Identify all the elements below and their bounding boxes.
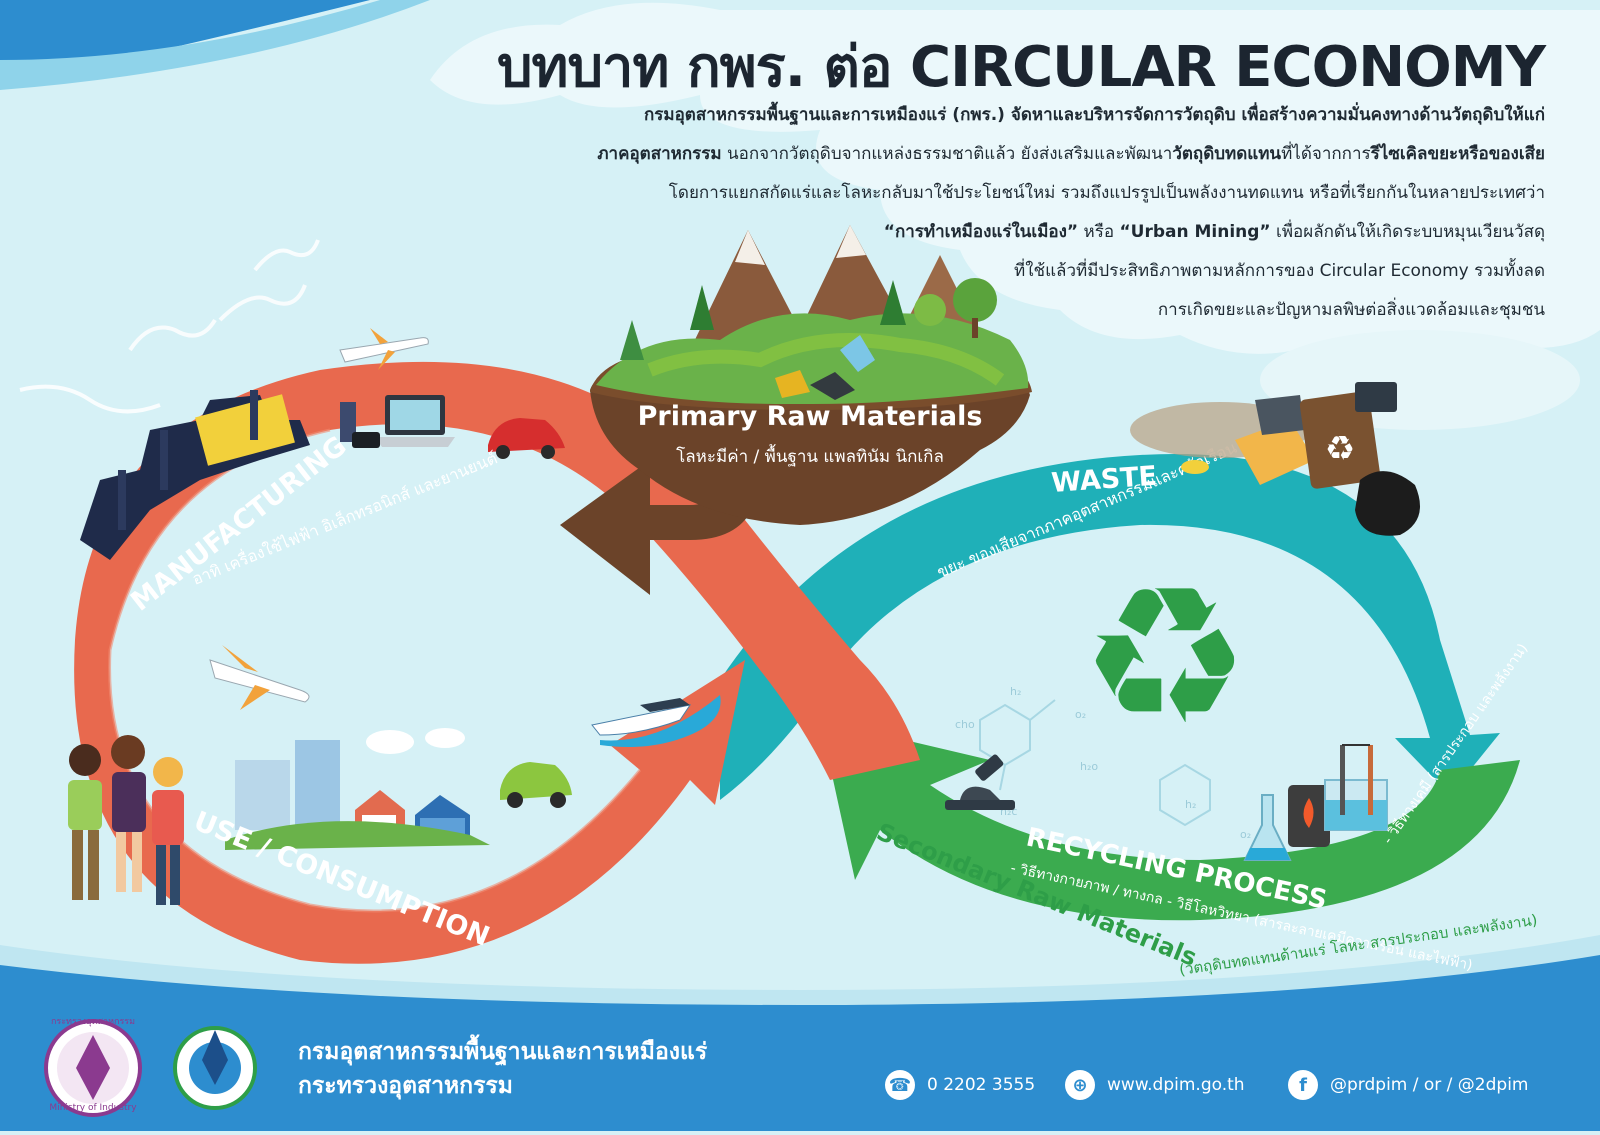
intro-line-2: ภาคอุตสาหกรรม นอกจากวัตถุดิบจากแหล่งธรรม… [465, 135, 1545, 174]
people-icon [68, 735, 184, 905]
intro-bold: ภาคอุตสาหกรรม [597, 144, 722, 164]
flask-icon [1243, 794, 1292, 861]
boat-icon [591, 695, 721, 748]
car-icon-green [500, 762, 572, 808]
factory-icon [80, 390, 356, 560]
phone-icon: ☎ [885, 1070, 915, 1100]
chem-label: cho [955, 718, 975, 731]
header-cloud [430, 2, 1600, 356]
chem-label: h₂o [1080, 760, 1098, 773]
footer-ministry-name: กระทรวงอุตสาหกรรม [298, 1073, 513, 1099]
primary-title: Primary Raw Materials [638, 401, 983, 432]
molecule-icon [979, 699, 1211, 827]
logo-ministry-thai: กระทรวงอุตสาหกรรม [51, 1017, 135, 1027]
intro-line-3: โดยการแยกสกัดแร่และโลหะกลับมาใช้ประโยชน์… [668, 183, 1545, 203]
recycle-icon: ♻ [1080, 546, 1250, 767]
smoke-icon [19, 239, 320, 414]
primary-subtitle: โลหะมีค่า / พื้นฐาน แพลทินัม นิกเกิล [676, 444, 944, 467]
electrolysis-icon [1324, 744, 1388, 831]
airplane-icon-left [209, 645, 310, 710]
phone-number: 0 2202 3555 [927, 1075, 1036, 1095]
tree-icon [690, 285, 714, 330]
primary-arrow [560, 460, 760, 595]
dpim-logo [173, 1026, 257, 1110]
waste-pile-icon: ♻ [1130, 382, 1420, 536]
chem-label: o₂ [1240, 828, 1251, 841]
intro-text: หรือ [1078, 222, 1120, 242]
city-icon [225, 740, 490, 850]
website-url: www.dpim.go.th [1107, 1075, 1245, 1095]
footer-band [0, 955, 1600, 1131]
mountain-snow-1 [735, 230, 765, 265]
tablet-icon [352, 432, 380, 448]
globe-icon: ⊕ [1065, 1070, 1095, 1100]
social-handles: @prdpim / or / @2dpim [1330, 1075, 1529, 1095]
footer-org-name: กรมอุตสาหกรรมพื้นฐานและการเหมืองแร่ [298, 1039, 708, 1065]
recycle-bin-symbol: ♻ [1325, 429, 1355, 469]
footer-organization: กรมอุตสาหกรรมพื้นฐานและการเหมืองแร่ กระท… [298, 1035, 707, 1103]
footer-phone[interactable]: ☎ 0 2202 3555 [885, 1070, 1035, 1100]
intro-bold: กรมอุตสาหกรรมพื้นฐานและการเหมืองแร่ (กพร… [643, 105, 1545, 125]
primary-grass [596, 313, 1029, 405]
chem-label: h₂ [1010, 685, 1021, 698]
burner-icon [1288, 785, 1330, 847]
top-left-wave-light [0, 0, 430, 90]
footer-social[interactable]: f @prdpim / or / @2dpim [1288, 1070, 1529, 1100]
tree-trunk [972, 318, 978, 338]
footer-website[interactable]: ⊕ www.dpim.go.th [1065, 1070, 1245, 1100]
minerals-icon [775, 335, 875, 400]
page-title: บทบาท กพร. ต่อ CIRCULAR ECONOMY [497, 35, 1546, 100]
tree-icon [953, 278, 997, 322]
recycling-band [820, 720, 1520, 921]
microscope-icon [945, 754, 1015, 810]
logo-ministry-english: Ministry of Industry [49, 1103, 137, 1113]
tree-icon [620, 320, 644, 360]
intro-bold: “การทำเหมืองแร่ในเมือง” [883, 222, 1079, 242]
intro-line-5: ที่ใช้แล้วที่มีประสิทธิภาพตามหลักการของ … [1014, 261, 1545, 281]
intro-bold: รีไซเคิลขยะหรือของเสีย [1370, 144, 1545, 164]
ministry-logo: กระทรวงอุตสาหกรรม Ministry of Industry [44, 1017, 142, 1117]
tree-icon [914, 294, 946, 326]
airplane-icon-top [339, 328, 429, 370]
chem-label: h₂ [1185, 798, 1196, 811]
intro-line-4: “การทำเหมืองแร่ในเมือง” หรือ “Urban Mini… [465, 213, 1545, 252]
facebook-icon: f [1288, 1070, 1318, 1100]
car-icon-red [488, 418, 565, 459]
laptop-icon [375, 395, 455, 447]
intro-text: เพื่อผลักดันให้เกิดระบบหมุนเวียนวัสดุ [1270, 222, 1545, 242]
intro-line-1: กรมอุตสาหกรรมพื้นฐานและการเหมืองแร่ (กพร… [465, 96, 1545, 135]
intro-bold: วัตถุดิบทดแทน [1172, 144, 1282, 164]
intro-bold: “Urban Mining” [1119, 222, 1271, 242]
mountain-snow-2 [836, 225, 866, 258]
chem-label: o₂ [1075, 708, 1086, 721]
intro-text: นอกจากวัตถุดิบจากแหล่งธรรมชาติแล้ว ยังส่… [721, 144, 1173, 164]
intro-paragraph: กรมอุตสาหกรรมพื้นฐานและการเหมืองแร่ (กพร… [465, 96, 1545, 330]
primary-grass-highlight [647, 333, 1005, 386]
intro-text: ที่ได้จากการ [1281, 144, 1371, 164]
tree-icon [880, 280, 906, 325]
cloud-small [366, 730, 414, 754]
waste-title: WASTE [1050, 461, 1158, 499]
intro-line-6: การเกิดขยะและปัญหามลพิษต่อสิ่งแวดล้อมและ… [1157, 300, 1545, 320]
waste-band [720, 453, 1500, 800]
cloud-small [425, 728, 465, 748]
trees-group [620, 278, 997, 360]
